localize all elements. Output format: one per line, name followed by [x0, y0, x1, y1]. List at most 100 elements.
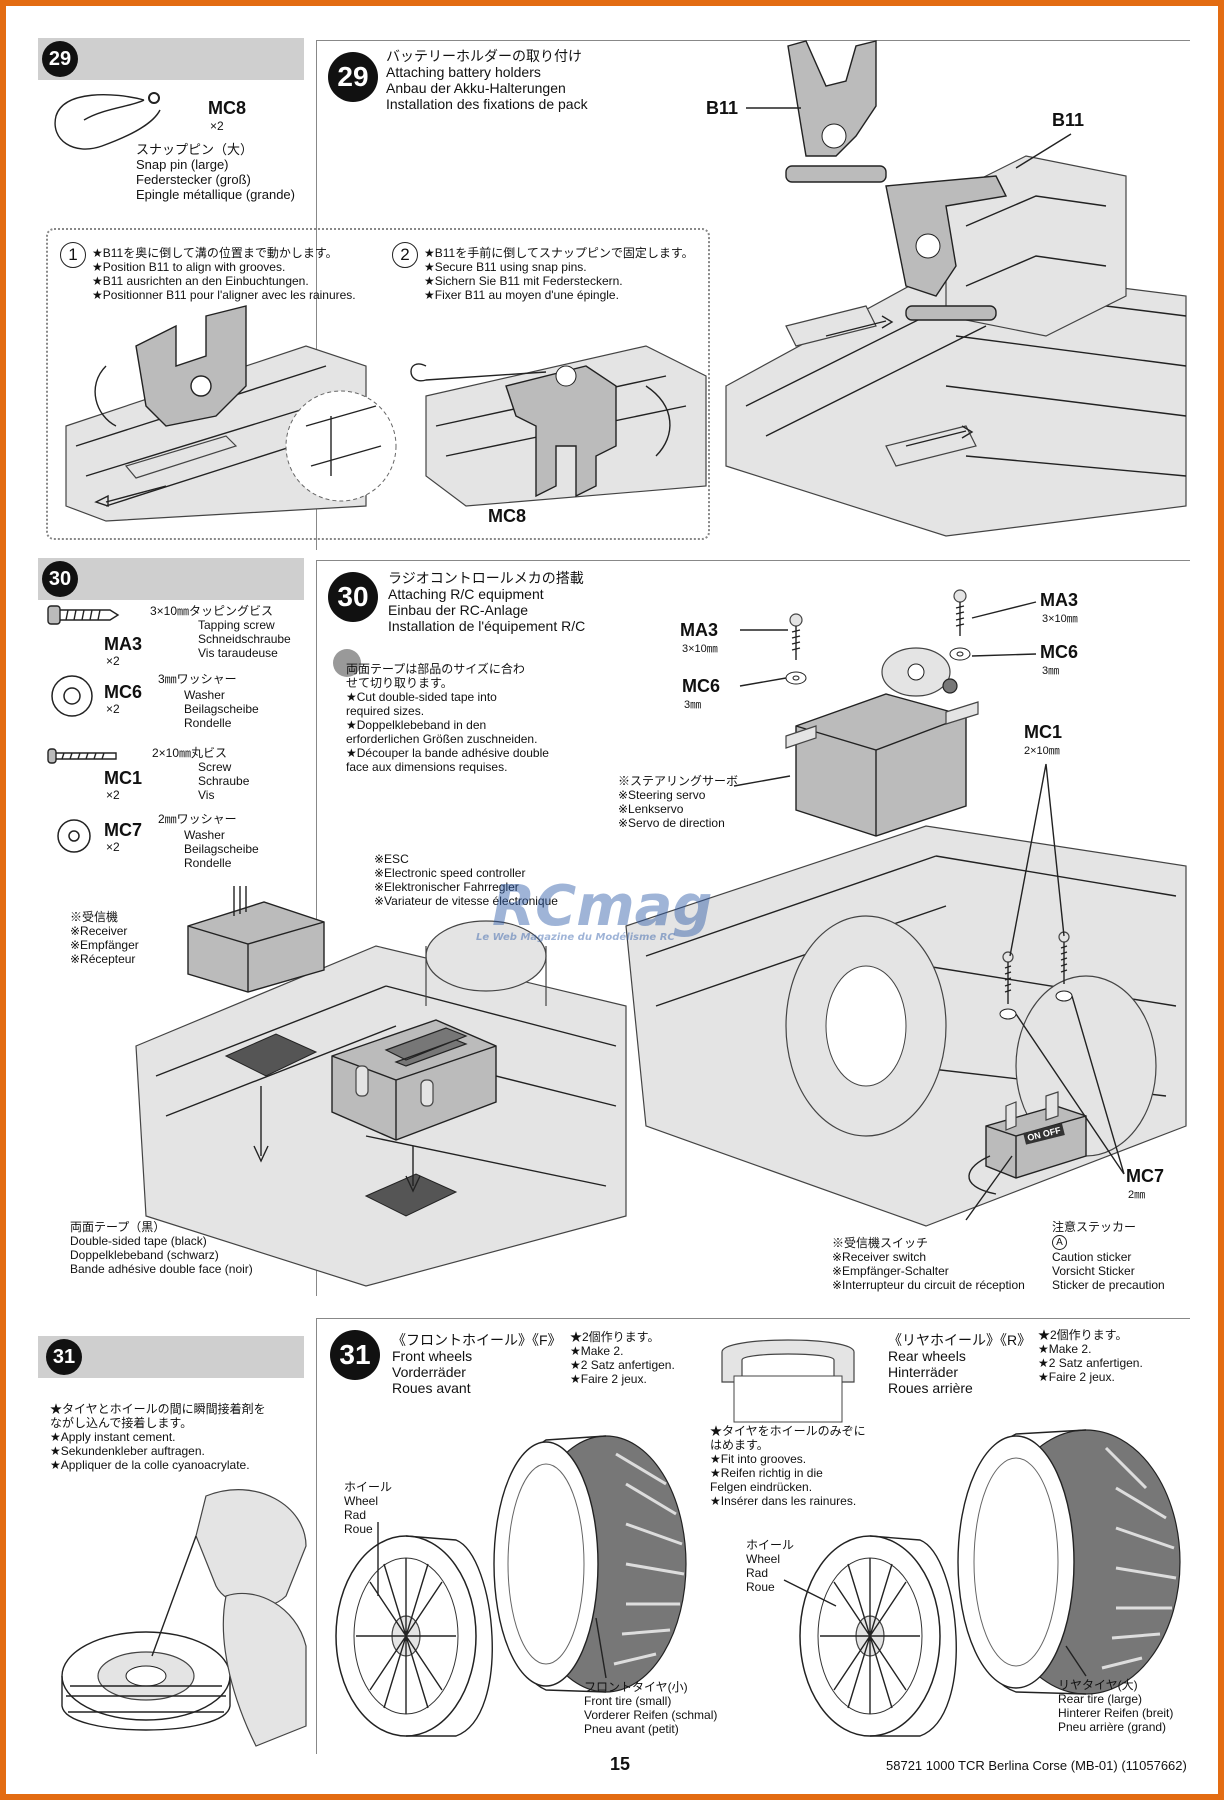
front-make-two-note: ★2個作ります。 ★Make 2. ★2 Satz anfertigen. ★F…	[570, 1330, 675, 1386]
mc8-part-code: MC8	[208, 98, 247, 118]
b11-leader-right	[1015, 133, 1072, 169]
mc7-callout-size: 2㎜	[1128, 1189, 1146, 1201]
arrow-down-receiver-icon	[253, 1086, 269, 1163]
page-number: 15	[610, 1754, 631, 1774]
step29-main-illustration	[725, 40, 1187, 537]
screw-2mm-icon	[47, 748, 117, 764]
front-wheels-title: 《フロントホイール》《F》 Front wheels Vorderräder R…	[392, 1332, 562, 1396]
washer-2mm-icon	[57, 819, 91, 853]
caution-sticker-label: 注意ステッカー A Caution sticker Vorsicht Stick…	[1052, 1220, 1165, 1292]
front-tire-illustration	[493, 1435, 687, 1693]
ma3-screw-right-icon	[953, 589, 967, 636]
ma3-names: Tapping screw Schneidschraube Vis taraud…	[198, 618, 291, 660]
double-sided-tape-label: 両面テープ（黒） Double-sided tape (black) Doppe…	[70, 1220, 253, 1276]
mc6-size: 3㎜ワッシャー	[158, 672, 237, 686]
rear-wheels-title: 《リヤホイール》《R》 Rear wheels Hinterräder Roue…	[888, 1332, 1032, 1396]
substep1-illustration	[65, 305, 397, 522]
ma3-right-callout: MA3	[1040, 590, 1079, 610]
mc6-part-code: MC6	[104, 682, 143, 702]
esc-illustration	[331, 1019, 497, 1141]
steering-servo-label: ※ステアリングサーボ ※Steering servo ※Lenkservo ※S…	[618, 774, 739, 830]
mc8-callout-label: MC8	[488, 506, 527, 526]
steering-servo-illustration	[785, 647, 979, 837]
product-code-footer: 58721 1000 TCR Berlina Corse (MB-01) (11…	[886, 1758, 1187, 1773]
mc1-part-code: MC1	[104, 768, 143, 788]
mc6-left-size: 3㎜	[684, 699, 702, 711]
tire-cross-section-illustration	[721, 1339, 855, 1423]
rcmag-watermark-logo: RCmag	[492, 874, 713, 939]
rear-make-two-note: ★2個作ります。 ★Make 2. ★2 Satz anfertigen. ★F…	[1038, 1328, 1143, 1384]
mc1-callout: MC1	[1024, 722, 1063, 742]
receiver-illustration	[187, 886, 325, 993]
ma3-right-size: 3×10㎜	[1042, 613, 1078, 625]
step30-badge-small: 30	[42, 561, 78, 597]
mc1-callout-size: 2×10㎜	[1024, 745, 1060, 757]
step29-header-band	[38, 38, 304, 80]
ma3-left-size: 3×10㎜	[682, 643, 718, 655]
rear-tire-label: リヤタイヤ(大) Rear tire (large) Hinterer Reif…	[1058, 1678, 1174, 1734]
step29-badge-small: 29	[42, 41, 78, 77]
ma3-screw-left-icon	[789, 613, 803, 660]
mc1-size: 2×10㎜丸ビス	[152, 746, 228, 760]
step31-panel	[316, 1318, 1190, 1754]
ma3-size: 3×10㎜タッピングビス	[150, 604, 274, 618]
mc6-washer-left-icon	[785, 671, 807, 685]
rear-wheel-illustration	[799, 1535, 957, 1737]
step31-badge-small: 31	[46, 1339, 82, 1375]
mc1-screw-left-icon	[1002, 951, 1014, 1004]
front-wheel-label: ホイール Wheel Rad Roue	[344, 1480, 393, 1536]
ma3-qty: ×2	[106, 654, 120, 668]
receiver-label: ※受信機 ※Receiver ※Empfänger ※Récepteur	[70, 910, 139, 966]
front-wheel-illustration	[335, 1535, 493, 1737]
mc6-names: Washer Beilagscheibe Rondelle	[184, 688, 259, 730]
substep2-text: ★B11を手前に倒してスナップピンで固定します。 ★Secure B11 usi…	[424, 246, 694, 302]
rear-tire-illustration	[957, 1429, 1181, 1695]
step29-title: バッテリーホルダーの取り付け Attaching battery holders…	[386, 48, 588, 112]
substep2-number: 2	[392, 242, 418, 268]
mc6-qty: ×2	[106, 702, 120, 716]
b11-leader-left	[746, 107, 801, 109]
tape-piece-receiver	[224, 1033, 318, 1077]
mc6-washer-right-icon	[949, 647, 971, 661]
receiver-switch-label: ※受信機スイッチ ※Receiver switch ※Empfänger-Sch…	[832, 1236, 1025, 1292]
rear-wheel-label: ホイール Wheel Rad Roue	[746, 1538, 795, 1594]
esc-label: ※ESC ※Electronic speed controller ※Elekt…	[374, 852, 558, 908]
mc6-left-callout: MC6	[682, 676, 721, 696]
substep1-number: 1	[60, 242, 86, 268]
mc7-size: 2㎜ワッシャー	[158, 812, 237, 826]
mc6-right-size: 3㎜	[1042, 665, 1060, 677]
mc6-right-callout: MC6	[1040, 642, 1079, 662]
step29-badge-large: 29	[328, 52, 378, 102]
step30-header-band	[38, 558, 304, 600]
rcmag-watermark-tagline: Le Web Magazine du Modélisme RC	[476, 932, 675, 943]
tape-cutting-note: 両面テープは部品のサイズに合わ せて切り取ります。 ★Cut double-si…	[346, 662, 549, 774]
snap-pin-illustration	[54, 92, 161, 150]
step29-panel	[316, 40, 1190, 550]
tape-piece-esc	[364, 1173, 458, 1217]
mc1-screw-right-icon	[1058, 931, 1070, 984]
arrow-down-esc-icon	[405, 1146, 421, 1193]
step29-detail-box	[46, 228, 710, 540]
ma3-left-callout: MA3	[680, 620, 719, 640]
instant-cement-note: ★タイヤとホイールの間に瞬間接着剤を ながし込んで接着します。 ★Apply i…	[50, 1402, 266, 1472]
step31-leader-lines	[377, 1522, 1087, 1679]
tapping-screw-icon	[47, 605, 120, 625]
step30-leader-lines	[733, 601, 1125, 1221]
mc7-names: Washer Beilagscheibe Rondelle	[184, 828, 259, 870]
mc7-qty: ×2	[106, 840, 120, 854]
b11-label-left: B11	[706, 98, 739, 118]
b11-label-right: B11	[1052, 110, 1085, 130]
fit-into-grooves-note: ★タイヤをホイールのみぞに はめます。 ★Fit into grooves. ★…	[710, 1424, 866, 1508]
substep1-text: ★B11を奥に倒して溝の位置まで動かします。 ★Position B11 to …	[92, 246, 356, 302]
glue-application-illustration	[61, 1489, 307, 1747]
mc1-qty: ×2	[106, 788, 120, 802]
front-tire-label: フロントタイヤ(小) Front tire (small) Vorderer R…	[584, 1680, 718, 1736]
step30-title: ラジオコントロールメカの搭載 Attaching R/C equipment E…	[388, 570, 586, 634]
mc8-qty: ×2	[210, 119, 224, 133]
substep2-illustration	[410, 345, 707, 507]
step30-badge-large: 30	[328, 572, 378, 622]
step31-badge-large: 31	[330, 1330, 380, 1380]
mc8-description: スナップピン（大） Snap pin (large) Federstecker …	[136, 142, 295, 202]
step31-header-band	[38, 1336, 304, 1378]
